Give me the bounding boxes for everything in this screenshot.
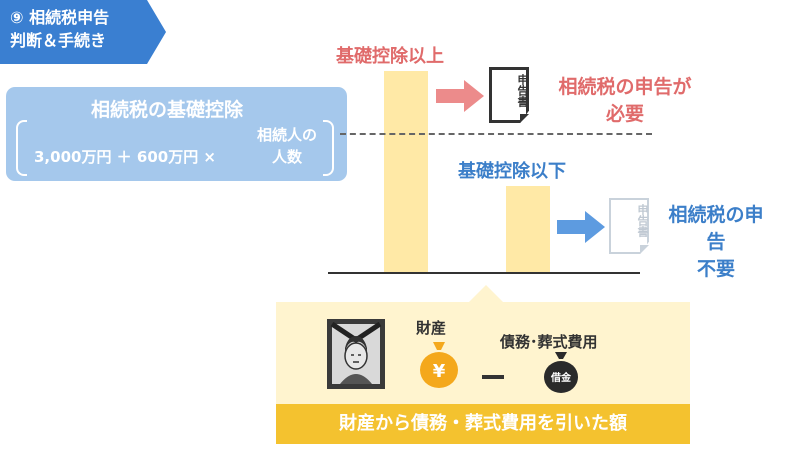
arrow-right-blue-icon <box>557 211 605 243</box>
formula-bracket-left <box>16 120 27 176</box>
section-tag-line2: 判断＆手続き <box>10 31 107 50</box>
net-estate-banner: 財産から債務・葬式費用を引いた額 <box>276 404 690 444</box>
result-not-required-line2: 不要 <box>696 258 735 280</box>
tax-return-document-faded-icon <box>609 198 649 254</box>
yen-money-bag-icon: ¥ <box>420 342 458 388</box>
arrow-right-red-icon <box>436 80 484 112</box>
result-required-line1: 相続税の申告が <box>558 76 692 98</box>
deduction-threshold-line <box>340 133 652 135</box>
section-tag-text: ⑨ 相続税申告 判断＆手続き <box>10 6 109 52</box>
estate-bar-above <box>384 71 428 273</box>
panel-pointer <box>468 285 504 303</box>
above-deduction-label: 基礎控除以上 <box>336 46 444 67</box>
result-not-required-line1: 相続税の申告 <box>668 204 764 253</box>
asset-label: 財産 <box>416 319 447 337</box>
document-label: 申告書 <box>516 74 529 107</box>
baseline <box>328 272 640 274</box>
debt-label: 債務･葬式費用 <box>500 333 598 351</box>
estate-bar-below <box>506 186 550 273</box>
heirs-count-label: 相続人の 人数 <box>246 124 328 168</box>
debt-bag-icon: 借金 <box>544 352 578 393</box>
debt-bag-text: 借金 <box>550 371 572 384</box>
result-not-required: 相続税の申告 不要 <box>660 202 772 283</box>
document-label-faded: 申告書 <box>636 204 649 237</box>
basic-deduction-title: 相続税の基礎控除 <box>90 99 243 121</box>
document-fold-icon <box>520 114 529 123</box>
tax-return-document-icon <box>489 67 529 123</box>
memorial-portrait-icon <box>327 319 385 389</box>
document-fold-faded-icon <box>640 245 649 254</box>
formula-bracket-right <box>323 120 334 176</box>
heirs-count-line1: 相続人の <box>256 126 317 144</box>
section-tag <box>0 0 166 64</box>
section-tag-line1: ⑨ 相続税申告 <box>10 8 110 27</box>
basic-deduction-box <box>6 87 347 181</box>
below-deduction-label: 基礎控除以下 <box>458 161 566 182</box>
basic-deduction-formula: 3,000万円 ＋ 600万円 × <box>34 148 216 166</box>
minus-sign <box>482 375 504 379</box>
result-required: 相続税の申告が 必要 <box>540 74 710 128</box>
yen-symbol: ¥ <box>433 361 446 382</box>
heirs-count-line2: 人数 <box>271 148 302 166</box>
result-required-line2: 必要 <box>605 103 644 125</box>
